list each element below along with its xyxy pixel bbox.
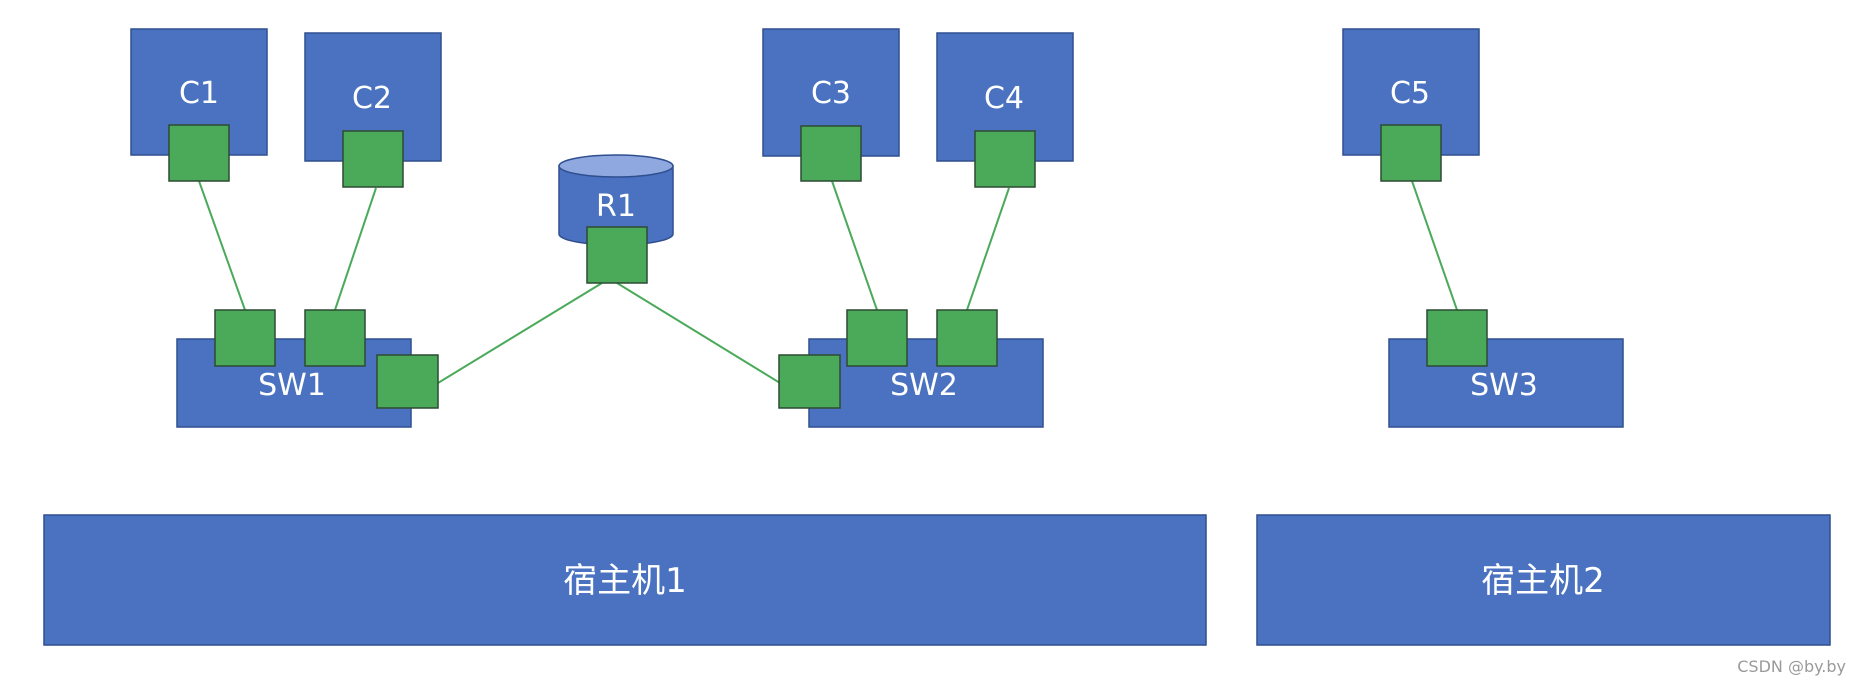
sw1-port-1 <box>214 309 276 367</box>
c5-port <box>1380 124 1442 182</box>
c4-label: C4 <box>984 81 1024 116</box>
c1-label: C1 <box>179 76 219 111</box>
r1-top <box>558 154 674 178</box>
host-1-label: 宿主机1 <box>563 561 687 601</box>
link-c3-sw2 <box>831 180 878 311</box>
host-2-label: 宿主机2 <box>1481 561 1605 601</box>
link-r1-sw2 <box>616 282 781 384</box>
host-2: 宿主机2 <box>1256 514 1831 646</box>
sw2-port-1 <box>778 354 841 409</box>
link-c2-sw1 <box>334 187 377 311</box>
c2-port <box>342 130 404 188</box>
link-sw1-r1 <box>437 282 603 384</box>
sw2-port-2 <box>846 309 908 367</box>
watermark-text: CSDN @by.by <box>1737 657 1846 676</box>
c5-label: C5 <box>1390 76 1430 111</box>
c2-label: C2 <box>352 81 392 116</box>
c3-label: C3 <box>811 76 851 111</box>
sw1-label: SW1 <box>258 368 326 403</box>
link-c4-sw2 <box>966 187 1010 311</box>
sw2-port-3 <box>936 309 998 367</box>
links <box>198 180 1458 384</box>
sw2-label: SW2 <box>890 368 958 403</box>
c3-port <box>800 125 862 182</box>
host-1: 宿主机1 <box>43 514 1207 646</box>
c4-port <box>974 130 1036 188</box>
r1-port <box>586 226 648 284</box>
switch-sw2: SW2 <box>808 338 1044 428</box>
host-2-box <box>1256 514 1831 646</box>
c1-port <box>168 124 230 182</box>
router-r1: R1 <box>558 154 674 246</box>
switch-sw1: SW1 <box>176 338 412 428</box>
ports <box>168 124 1488 409</box>
r1-label: R1 <box>596 189 636 224</box>
sw3-label: SW3 <box>1470 368 1538 403</box>
sw1-port-3 <box>376 354 439 409</box>
link-c5-sw3 <box>1411 180 1458 311</box>
switch-sw3: SW3 <box>1388 338 1624 428</box>
host-1-box <box>43 514 1207 646</box>
sw1-port-2 <box>304 309 366 367</box>
link-c1-sw1 <box>198 180 246 311</box>
sw3-port-1 <box>1426 309 1488 367</box>
